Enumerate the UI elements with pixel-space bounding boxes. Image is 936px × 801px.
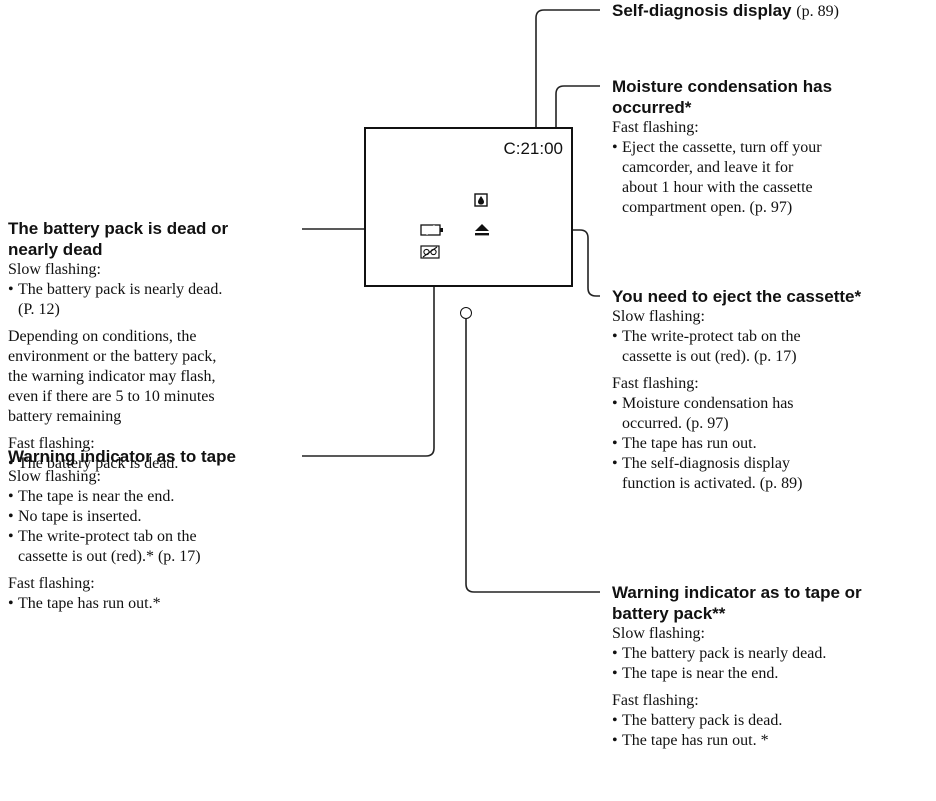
moisture-line-3: about 1 hour with the cassette [622, 179, 813, 196]
leader-tape-battery [465, 319, 600, 593]
eject-slow-label: Slow flashing: [612, 308, 705, 325]
bullet: • [8, 595, 14, 612]
moisture-line-4: compartment open. (p. 97) [622, 199, 793, 216]
tape-battery-slow-item-2: • The tape is near the end. [612, 664, 932, 684]
tape-fast-label: Fast flashing: [8, 575, 95, 592]
time-code: C:21:00 [503, 139, 563, 158]
bullet: • [8, 455, 14, 472]
bullet: • [612, 328, 618, 345]
tape-slow-line-3: The write-protect tab on the [18, 528, 197, 545]
self-diagnosis-title: Self-diagnosis display [612, 1, 792, 20]
moisture-icon [474, 193, 488, 207]
self-diagnosis-callout: Self-diagnosis display (p. 89) [612, 0, 932, 22]
tape-slow-line-4: cassette is out (red).* (p. 17) [18, 548, 201, 565]
eject-slow-item: • The write-protect tab on the cassette … [612, 327, 932, 367]
bullet: • [612, 732, 618, 749]
bullet: • [8, 488, 14, 505]
tape-slow-line-1: The tape is near the end. [18, 488, 175, 505]
eject-slow-line-2: cassette is out (red). (p. 17) [622, 348, 797, 365]
tape-slow-line-2: No tape is inserted. [18, 508, 142, 525]
battery-callout: The battery pack is dead or nearly dead … [8, 218, 308, 474]
tape-battery-fast-item-2: • The tape has run out. * [612, 731, 932, 751]
tape-battery-fast-item-1: • The battery pack is dead. [612, 711, 932, 731]
moisture-mode: Fast flashing: [612, 119, 699, 136]
tape-battery-slow-item-1: • The battery pack is nearly dead. [612, 644, 932, 664]
tape-battery-fast-line-2: The tape has run out. * [622, 732, 769, 749]
tape-battery-slow-line-1: The battery pack is nearly dead. [622, 645, 827, 662]
tape-slow-item-2: • No tape is inserted. [8, 507, 308, 527]
viewfinder-display: C:21:00 [364, 127, 573, 287]
bullet: • [8, 281, 14, 298]
battery-note-line-3: the warning indicator may flash, [8, 368, 216, 385]
tape-warning-icon [420, 245, 440, 259]
eject-fast-line-5: function is activated. (p. 89) [622, 475, 803, 492]
eject-fast-line-1: Moisture condensation has [622, 395, 794, 412]
leader-eject [496, 229, 600, 297]
battery-slow-item: • The battery pack is nearly dead. (P. 1… [8, 280, 308, 320]
battery-fast-line-1: The battery pack is dead. [18, 455, 179, 472]
battery-fast-item: • The battery pack is dead. [8, 454, 308, 474]
leader-tape [302, 268, 435, 457]
self-diagnosis-ref: (p. 89) [796, 3, 839, 20]
eject-icon [475, 224, 489, 236]
bullet: • [612, 395, 618, 412]
tape-battery-fast-line-1: The battery pack is dead. [622, 712, 783, 729]
battery-slow-line-1: The battery pack is nearly dead. [18, 281, 223, 298]
indicator-lamp [460, 307, 472, 319]
tape-title: Warning indicator as to tape [8, 447, 236, 466]
battery-note-line-2: environment or the battery pack, [8, 348, 217, 365]
tape-slow-label: Slow flashing: [8, 468, 101, 485]
moisture-line-2: camcorder, and leave it for [622, 159, 794, 176]
eject-callout: You need to eject the cassette* Slow fla… [612, 286, 932, 494]
bullet: • [612, 645, 618, 662]
moisture-title-2: occurred* [612, 98, 692, 117]
eject-fast-label: Fast flashing: [612, 375, 699, 392]
tape-battery-callout: Warning indicator as to tape or battery … [612, 582, 932, 751]
bullet: • [612, 665, 618, 682]
eject-fast-line-4: The self-diagnosis display [622, 455, 790, 472]
battery-note-line-1: Depending on conditions, the [8, 328, 197, 345]
eject-fast-item-1: • Moisture condensation has occurred. (p… [612, 394, 932, 434]
battery-slow-line-2: (P. 12) [18, 301, 60, 318]
eject-fast-item-3: • The self-diagnosis display function is… [612, 454, 932, 494]
eject-fast-line-2: occurred. (p. 97) [622, 415, 729, 432]
tape-slow-item-1: • The tape is near the end. [8, 487, 308, 507]
tape-battery-slow-line-2: The tape is near the end. [622, 665, 779, 682]
bullet: • [612, 435, 618, 452]
moisture-line-1: Eject the cassette, turn off your [622, 139, 822, 156]
leader-self-diagnosis [535, 9, 600, 158]
battery-slow-label: Slow flashing: [8, 261, 101, 278]
tape-battery-fast-label: Fast flashing: [612, 692, 699, 709]
bullet: • [8, 508, 14, 525]
bullet: • [612, 712, 618, 729]
moisture-callout: Moisture condensation has occurred* Fast… [612, 76, 932, 218]
eject-title: You need to eject the cassette* [612, 287, 862, 306]
battery-fast-label: Fast flashing: [8, 435, 95, 452]
battery-icon [420, 224, 443, 236]
tape-slow-item-3: • The write-protect tab on the cassette … [8, 527, 308, 567]
moisture-title-1: Moisture condensation has [612, 77, 833, 96]
tape-battery-title-2: battery pack** [612, 604, 726, 623]
battery-title-1: The battery pack is dead or [8, 219, 229, 238]
tape-battery-title-1: Warning indicator as to tape or [612, 583, 862, 602]
tape-fast-line-1: The tape has run out.* [18, 595, 161, 612]
bullet: • [612, 139, 618, 156]
tape-fast-item: • The tape has run out.* [8, 594, 308, 614]
battery-note: Depending on conditions, the environment… [8, 327, 308, 427]
bullet: • [8, 528, 14, 545]
battery-note-line-5: battery remaining [8, 408, 122, 425]
eject-fast-line-3: The tape has run out. [622, 435, 757, 452]
eject-fast-item-2: • The tape has run out. [612, 434, 932, 454]
eject-slow-line-1: The write-protect tab on the [622, 328, 801, 345]
tape-battery-slow-label: Slow flashing: [612, 625, 705, 642]
battery-title-2: nearly dead [8, 240, 103, 259]
tape-callout: Warning indicator as to tape Slow flashi… [8, 446, 308, 614]
bullet: • [612, 455, 618, 472]
moisture-item: • Eject the cassette, turn off your camc… [612, 138, 932, 218]
battery-note-line-4: even if there are 5 to 10 minutes [8, 388, 215, 405]
